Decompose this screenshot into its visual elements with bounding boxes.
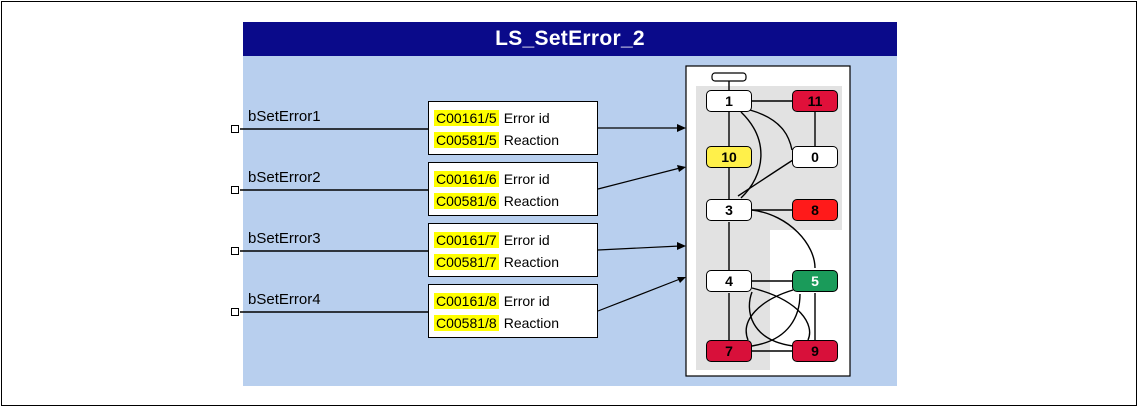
arrow-line bbox=[597, 278, 681, 312]
code-error-id[interactable]: C00161/7 bbox=[434, 232, 499, 248]
state-5: 5 bbox=[792, 270, 838, 292]
state-11: 11 bbox=[792, 90, 838, 112]
input-port-bseterror4[interactable] bbox=[231, 308, 239, 316]
arrow-head bbox=[677, 242, 686, 250]
input-port-bseterror2[interactable] bbox=[231, 186, 239, 194]
code-reaction[interactable]: C00581/6 bbox=[434, 193, 499, 209]
reaction-label: Reaction bbox=[503, 315, 559, 331]
input-label-bseterror3: bSetError3 bbox=[248, 230, 321, 247]
state-8: 8 bbox=[792, 199, 838, 221]
state-transitions bbox=[728, 81, 816, 352]
arrow-head bbox=[677, 124, 686, 132]
state-machine-entry bbox=[711, 72, 747, 82]
error-id-label: Error id bbox=[503, 110, 550, 126]
arrow-head bbox=[677, 165, 686, 172]
input-port-bseterror1[interactable] bbox=[231, 125, 239, 133]
arrow-line bbox=[597, 167, 681, 190]
input-label-bseterror1: bSetError1 bbox=[248, 108, 321, 125]
state-1: 1 bbox=[706, 90, 752, 112]
state-4: 4 bbox=[706, 270, 752, 292]
error-id-label: Error id bbox=[503, 232, 550, 248]
state-0: 0 bbox=[792, 146, 838, 168]
error-id-label: Error id bbox=[503, 171, 550, 187]
code-error-id[interactable]: C00161/8 bbox=[434, 293, 499, 309]
input-label-bseterror2: bSetError2 bbox=[248, 169, 321, 186]
state-7: 7 bbox=[706, 340, 752, 362]
arrow-line bbox=[597, 245, 681, 251]
state-9: 9 bbox=[792, 340, 838, 362]
code-reaction[interactable]: C00581/5 bbox=[434, 132, 499, 148]
input-port-bseterror3[interactable] bbox=[231, 247, 239, 255]
code-error-id[interactable]: C00161/5 bbox=[434, 110, 499, 126]
reaction-label: Reaction bbox=[503, 254, 559, 270]
reaction-label: Reaction bbox=[503, 193, 559, 209]
arrow-head bbox=[677, 277, 686, 283]
error-id-label: Error id bbox=[503, 293, 550, 309]
input-label-bseterror4: bSetError4 bbox=[248, 291, 321, 308]
code-reaction[interactable]: C00581/7 bbox=[434, 254, 499, 270]
reaction-label: Reaction bbox=[503, 132, 559, 148]
state-3: 3 bbox=[706, 199, 752, 221]
code-error-id[interactable]: C00161/6 bbox=[434, 171, 499, 187]
block-title: LS_SetError_2 bbox=[243, 22, 897, 56]
state-10: 10 bbox=[706, 146, 752, 168]
code-reaction[interactable]: C00581/8 bbox=[434, 315, 499, 331]
